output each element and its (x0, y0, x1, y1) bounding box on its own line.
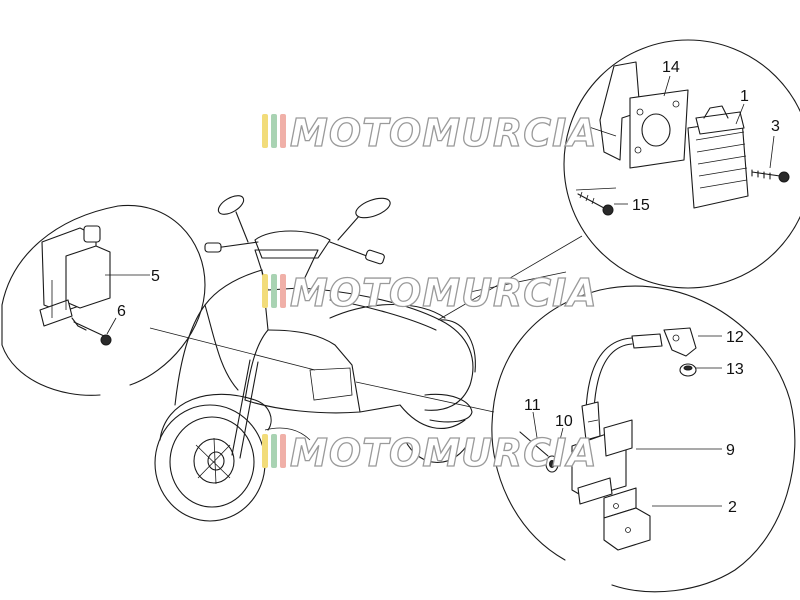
detail-circle-bottom-right (491, 285, 796, 593)
watermark-middle: MOTOMURCIA (262, 270, 598, 316)
callout-2: 2 (728, 499, 737, 516)
leader-line-bottom-right (355, 381, 495, 413)
detail-circle-left (1, 204, 206, 396)
leader-line-left (149, 327, 316, 371)
part-15-screw (577, 191, 614, 216)
part-12-spark-plug-cap (631, 327, 697, 357)
part-13-nut (679, 363, 697, 377)
watermark-stripe (262, 274, 268, 308)
callout-9: 9 (726, 442, 735, 459)
watermark-stripe (271, 114, 277, 148)
callout-5: 5 (151, 268, 160, 285)
callout-13: 13 (726, 361, 744, 378)
watermark-text: MOTOMURCIA (290, 111, 598, 155)
watermark-stripe (262, 434, 268, 468)
leader-line-top-right-1 (437, 235, 583, 321)
watermark-bottom: MOTOMURCIA (262, 430, 598, 476)
watermark-text: MOTOMURCIA (290, 431, 598, 475)
callout-6: 6 (117, 303, 126, 320)
watermark-stripe (271, 434, 277, 468)
watermark-stripe (271, 274, 277, 308)
part-10-washer (545, 455, 559, 473)
part-9-ignition-coil (571, 401, 633, 505)
part-14-bracket (599, 61, 689, 169)
watermark-stripe (280, 274, 286, 308)
callout-14: 14 (662, 59, 680, 76)
callout-10: 10 (555, 413, 573, 430)
callout-3: 3 (771, 118, 780, 135)
watermark-text: MOTOMURCIA (290, 271, 598, 315)
part-2-bracket (603, 487, 651, 551)
detail-circle-top-right (563, 39, 800, 289)
part-3-screw (751, 169, 790, 183)
callout-1: 1 (740, 88, 749, 105)
callout-12: 12 (726, 329, 744, 346)
callout-15: 15 (632, 197, 650, 214)
part-1-regulator (687, 105, 749, 209)
part-6-screw (71, 317, 112, 346)
part-5-control-unit (39, 225, 111, 327)
watermark-stripe (262, 114, 268, 148)
watermark-top: MOTOMURCIA (262, 110, 598, 156)
scooter-illustration (154, 195, 476, 522)
leader-line-top-right-2 (469, 271, 567, 293)
part-11-screw (519, 431, 549, 457)
callout-11: 11 (524, 397, 541, 414)
watermark-stripe (280, 114, 286, 148)
watermark-stripe (280, 434, 286, 468)
